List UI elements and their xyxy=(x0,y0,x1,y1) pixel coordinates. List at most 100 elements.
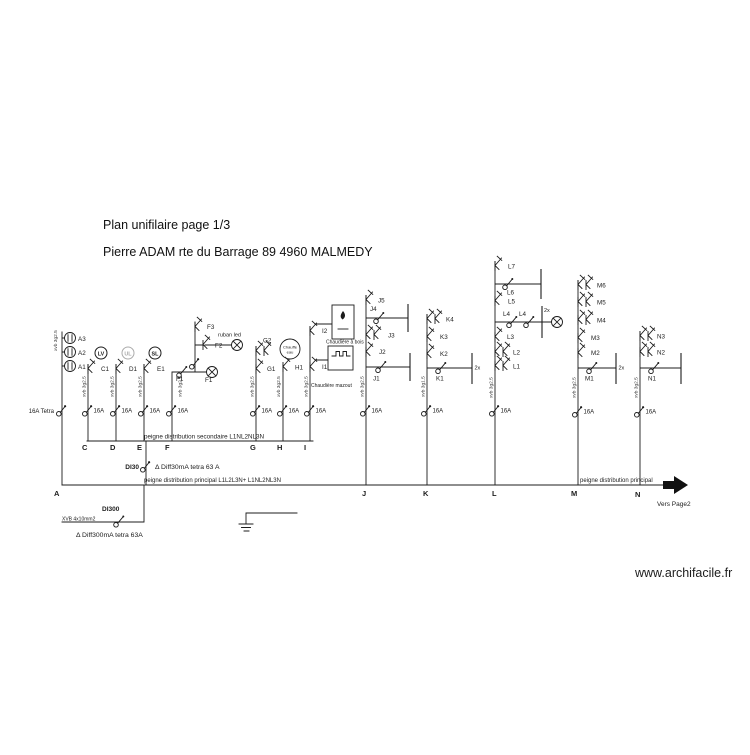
multiplier-label: 2x xyxy=(475,366,481,372)
breaker-icon xyxy=(426,343,435,359)
circuit-D: 16A xvb 3g2.5 D1 UL xyxy=(110,346,138,442)
double-breaker-icon xyxy=(494,341,511,357)
device-label: F1 xyxy=(176,376,184,383)
di300-differential: DI300 XVB 4x10mm2 Δ Diff300mA tetra 63A xyxy=(61,484,145,539)
amp-label: 16A xyxy=(501,409,512,415)
device-label: G1 xyxy=(267,366,276,373)
appliance-label: SL xyxy=(152,352,160,358)
breaker-icon xyxy=(572,405,583,418)
section-letter: C xyxy=(82,443,88,452)
differential-switch-icon xyxy=(113,515,125,528)
breaker-icon xyxy=(577,327,586,343)
watermark: www.archifacile.fr xyxy=(634,566,732,580)
appliance-label: UL xyxy=(124,352,132,358)
cable-label: xvb 3g2.5 xyxy=(110,376,116,397)
double-breaker-icon xyxy=(577,274,594,290)
breaker-icon xyxy=(250,404,261,417)
breaker-icon xyxy=(309,356,318,372)
double-breaker-icon xyxy=(494,355,511,371)
cable-label: xvb 3g2.5 xyxy=(489,377,495,398)
circuit-E: 16A xvb 3g2.5 E1 SL xyxy=(138,346,165,442)
device-label: I2 xyxy=(322,328,328,335)
di30-name: DI30 xyxy=(125,464,139,471)
device-label: L2 xyxy=(513,350,521,357)
section-letter: I xyxy=(304,443,306,452)
amp-label: 16A xyxy=(150,409,161,415)
lamp-icon xyxy=(206,366,218,378)
breaker-icon xyxy=(365,289,374,305)
circuit-I: 16A xvb 3g2.5 I1 Chaudière mazout I2 Cha… xyxy=(304,304,364,442)
breaker-icon xyxy=(304,404,315,417)
amp-label: 16A xyxy=(646,410,657,416)
device-label: K4 xyxy=(446,317,454,324)
breaker-icon xyxy=(360,404,371,417)
boiler-label: Chaudière à bois xyxy=(326,340,364,346)
amp-label: 16A xyxy=(94,409,105,415)
cable-label: xvb 3g2.5 xyxy=(82,376,88,397)
boiler-label: Chaudière mazout xyxy=(311,383,352,389)
device-label: L5 xyxy=(508,299,516,306)
di300-name: DI300 xyxy=(102,506,120,513)
cable-label: xvb 3g2.5 xyxy=(138,376,144,397)
socket-label: A1 xyxy=(78,364,86,371)
device-label: J3 xyxy=(388,333,395,340)
socket-label: A3 xyxy=(78,336,86,343)
double-breaker-icon xyxy=(577,291,594,307)
double-breaker-icon xyxy=(365,324,382,340)
device-label: L4 xyxy=(503,311,511,318)
device-label: C1 xyxy=(101,366,110,373)
next-page-arrow-icon xyxy=(663,476,688,494)
amp-label: 16A xyxy=(433,409,444,415)
breaker-icon xyxy=(255,358,264,374)
device-label: M6 xyxy=(597,283,606,290)
double-breaker-icon xyxy=(577,309,594,325)
device-label: N1 xyxy=(648,376,657,383)
circuit-K: 16A xvb 3g1.5 K4 K3 K2 K1 2x xyxy=(421,308,481,486)
di300-desc: Δ Diff300mA tetra 63A xyxy=(76,532,143,539)
main-switch-label: 16A Tetra xyxy=(29,409,55,415)
breaker-icon xyxy=(494,255,503,271)
socket-label: A2 xyxy=(78,350,86,357)
device-label: F1 xyxy=(205,377,213,384)
lamp-icon xyxy=(231,339,243,351)
device-label: L3 xyxy=(507,334,515,341)
note-label: ruban led xyxy=(218,333,241,339)
di30-desc: Δ Diff30mA tetra 63 A xyxy=(155,464,220,471)
double-breaker-icon xyxy=(426,308,443,324)
device-label: F2 xyxy=(215,343,223,350)
secondary-bus: peigne distribution secondaire L1NL2NL3N… xyxy=(82,434,314,452)
lamp-icon xyxy=(551,316,563,328)
device-label: J4 xyxy=(370,306,377,313)
principal-bus: peigne distribution principal L1L2L3N+ L… xyxy=(54,476,691,508)
section-letter: D xyxy=(110,443,116,452)
section-letter: E xyxy=(137,443,142,452)
breaker-icon xyxy=(82,404,93,417)
device-label: G2 xyxy=(263,338,272,345)
breaker-icon xyxy=(138,404,149,417)
multiplier-label: 2x xyxy=(544,308,550,314)
device-label: M5 xyxy=(597,300,606,307)
breaker-icon xyxy=(426,326,435,342)
cable-label: xvb 3g2.5 xyxy=(178,376,184,397)
breaker-icon xyxy=(489,404,500,417)
double-breaker-icon xyxy=(639,341,656,357)
device-label: F3 xyxy=(207,324,215,331)
breaker-icon xyxy=(309,320,318,336)
earth-ground-icon xyxy=(238,512,298,532)
cable-label: xvb 3g2.5 xyxy=(53,330,59,351)
socket-icon xyxy=(64,346,76,358)
cable-label: xvb 3g2.5 xyxy=(360,376,366,397)
breaker-icon xyxy=(421,404,432,417)
breaker-icon xyxy=(282,356,291,372)
section-letter: K xyxy=(423,489,429,498)
dishwasher-icon xyxy=(94,346,108,360)
section-letter: F xyxy=(165,443,170,452)
section-letter: J xyxy=(362,489,366,498)
device-label: E1 xyxy=(157,366,165,373)
differential-switch-icon xyxy=(140,460,151,473)
amp-label: 16A xyxy=(372,409,383,415)
breaker-icon xyxy=(365,341,374,357)
circuit-G: 16A xvb 3g2.5 G1 G2 xyxy=(250,338,276,442)
appliance-label: Chauffe xyxy=(283,345,298,350)
